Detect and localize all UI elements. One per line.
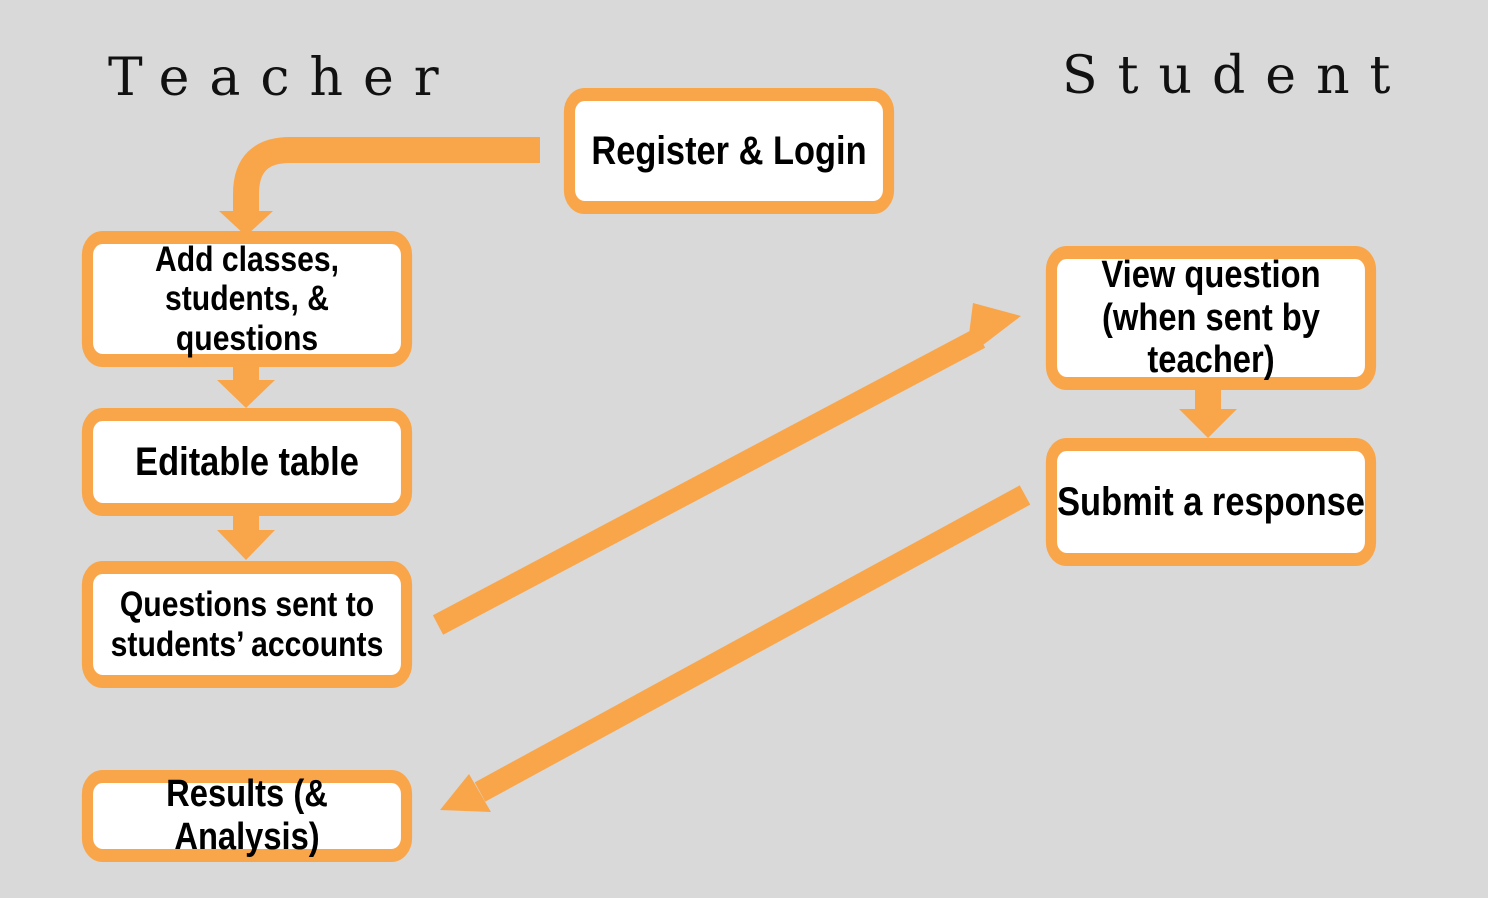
editable-table-label: Editable table [135, 439, 359, 484]
arrow-sent-to-view [432, 328, 986, 635]
submit-response-box: Submit a response [1045, 438, 1377, 566]
arrow-table-to-sent-shaft [233, 515, 259, 532]
arrowhead-register-to-add [219, 211, 273, 236]
submit-response-label: Submit a response [1057, 479, 1365, 524]
arrowhead-table-to-sent [217, 530, 275, 560]
editable-table-box: Editable table [81, 408, 413, 516]
arrow-register-to-add [233, 137, 540, 213]
arrow-submit-to-results [474, 485, 1031, 802]
register-login-label: Register & Login [591, 128, 867, 173]
student-heading: Student [1062, 46, 1411, 106]
questions-sent-label: Questions sent to students’ accounts [110, 585, 384, 664]
teacher-heading: Teacher [108, 48, 459, 108]
questions-sent-box: Questions sent to students’ accounts [81, 561, 413, 688]
arrowhead-add-to-table [217, 380, 275, 408]
arrowhead-sent-to-view [966, 303, 1021, 358]
arrow-view-to-submit-shaft [1195, 389, 1221, 411]
view-question-box: View question (when sent by teacher) [1045, 246, 1377, 390]
view-question-label: View question (when sent by teacher) [1101, 254, 1321, 382]
arrowhead-submit-to-results [440, 774, 491, 812]
results-label: Results (& Analysis) [166, 773, 328, 858]
add-classes-label: Add classes, students, & questions [154, 240, 340, 358]
register-login-box: Register & Login [563, 88, 895, 214]
add-classes-box: Add classes, students, & questions [81, 231, 413, 367]
arrowhead-view-to-submit [1179, 409, 1237, 438]
arrow-add-to-table-shaft [233, 366, 259, 382]
results-box: Results (& Analysis) [81, 770, 413, 862]
